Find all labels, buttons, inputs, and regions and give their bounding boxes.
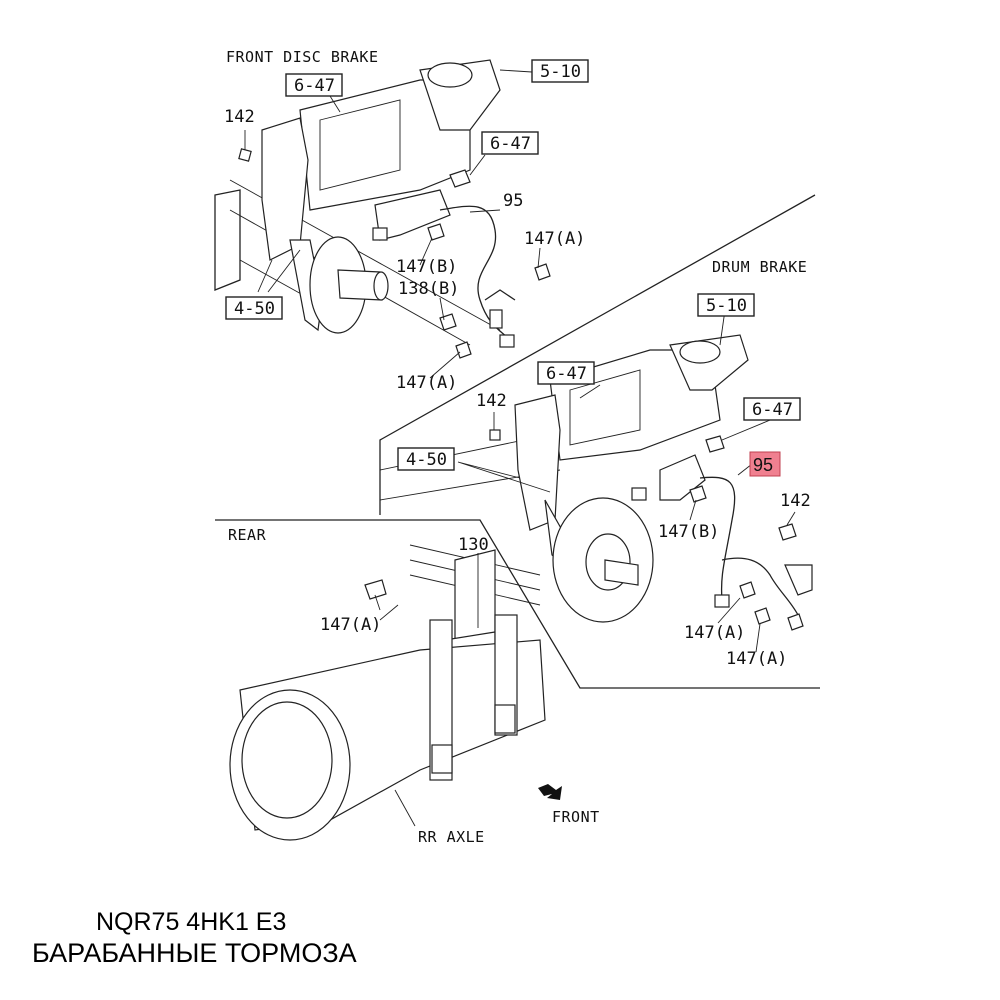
rear-axle-illustration	[229, 544, 546, 841]
part-142-front: 142	[224, 107, 255, 127]
part-130-rear: 130	[458, 535, 489, 555]
drum-brake-title: DRUM BRAKE	[712, 258, 807, 276]
svg-text:6-47: 6-47	[546, 364, 587, 384]
svg-text:6-47: 6-47	[490, 134, 531, 154]
svg-text:5-10: 5-10	[706, 296, 747, 316]
part-95-front: 95	[503, 191, 523, 211]
callout-5-10-drum: 5-10	[697, 293, 755, 317]
part-147a-front-a: 147(A)	[524, 229, 585, 249]
callout-4-50-drum: 4-50	[397, 447, 455, 471]
svg-text:4-50: 4-50	[234, 299, 275, 319]
svg-text:6-47: 6-47	[294, 76, 335, 96]
callout-4-50-front: 4-50	[225, 296, 283, 320]
drum-panel-border	[379, 194, 816, 515]
part-147a-rear: 147(A)	[320, 615, 381, 635]
part-142-drum-a: 142	[476, 391, 507, 411]
part-147a-drum-b: 147(A)	[726, 649, 787, 669]
callout-6-47-front-b: 6-47	[481, 131, 539, 155]
callout-6-47-front-a: 6-47	[285, 73, 343, 97]
front-disc-brake-illustration	[214, 59, 551, 359]
callout-5-10-front: 5-10	[531, 59, 589, 83]
part-142-drum-b: 142	[780, 491, 811, 511]
rr-axle-label: RR AXLE	[418, 828, 485, 846]
svg-text:95: 95	[753, 455, 773, 475]
front-disc-brake-title: FRONT DISC BRAKE	[226, 48, 379, 66]
part-147a-front-b: 147(A)	[396, 373, 457, 393]
callout-6-47-drum-b: 6-47	[743, 397, 801, 421]
part-147b-front: 147(B)	[396, 257, 457, 277]
front-direction-label: FRONT	[552, 808, 600, 826]
leader-lines	[244, 69, 796, 827]
svg-text:6-47: 6-47	[752, 400, 793, 420]
front-arrow-icon	[538, 784, 562, 800]
svg-text:5-10: 5-10	[540, 62, 581, 82]
rear-title: REAR	[228, 526, 267, 544]
callout-95-highlighted[interactable]: 95	[749, 451, 781, 477]
part-138b-front: 138(B)	[398, 279, 459, 299]
part-147a-drum-a: 147(A)	[684, 623, 745, 643]
svg-text:4-50: 4-50	[406, 450, 447, 470]
rear-panel-border	[215, 519, 820, 689]
part-147b-drum: 147(B)	[658, 522, 719, 542]
model-caption: NQR75 4HK1 E3	[96, 908, 287, 936]
section-caption: БАРАБАННЫЕ ТОРМОЗА	[32, 938, 357, 968]
callout-6-47-drum-a: 6-47	[537, 361, 595, 385]
